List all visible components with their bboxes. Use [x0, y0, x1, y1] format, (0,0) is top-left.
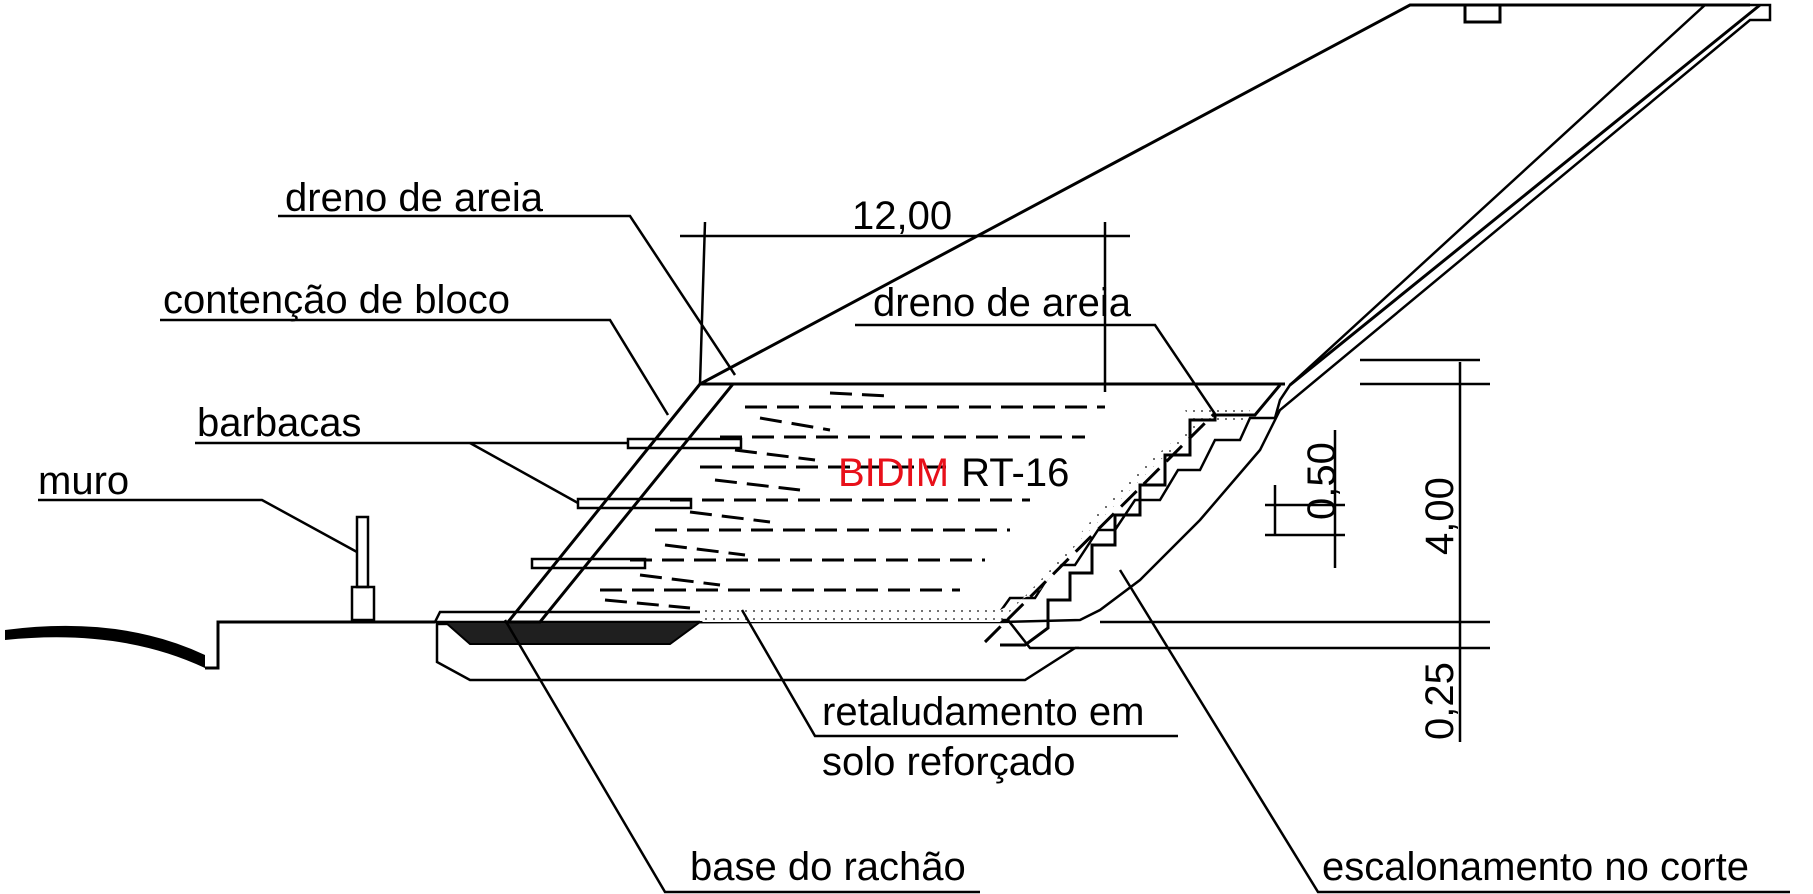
- label-bidim-brand: BIDIM: [838, 451, 949, 495]
- rachao-base: [442, 621, 704, 645]
- natural-terrain-top: [699, 3, 1761, 387]
- stippled-base-layer: [432, 3, 1772, 682]
- label-contencao-de-bloco: contenção de bloco: [163, 278, 510, 322]
- leader-lines: [38, 214, 1790, 894]
- label-escalonamento-no-corte: escalonamento no corte: [1322, 845, 1749, 889]
- geotextile-layers: [600, 391, 1105, 610]
- ground-surface: [5, 620, 435, 670]
- label-dreno-de-areia-left: dreno de areia: [285, 176, 544, 220]
- label-retaludamento-line1: retaludamento em: [822, 690, 1144, 734]
- label-muro: muro: [38, 459, 129, 503]
- label-base-do-rachao: base do rachão: [690, 845, 966, 889]
- label-dreno-de-areia-right: dreno de areia: [873, 281, 1132, 325]
- muro-wall: [350, 515, 376, 622]
- dim-base-thickness: 0,25: [1418, 662, 1462, 740]
- label-bidim: BIDIM RT-16: [838, 451, 1069, 495]
- dimension-lines: [680, 221, 1490, 742]
- dim-step-height: 0,50: [1300, 442, 1344, 520]
- reinforced-soil-outline: [700, 382, 1285, 647]
- label-barbacas: barbacas: [197, 401, 362, 445]
- sand-drain-band: [700, 410, 1250, 622]
- label-bidim-model: RT-16: [961, 451, 1069, 495]
- dim-height-total: 4,00: [1418, 477, 1462, 555]
- block-containment-wall: [504, 382, 737, 624]
- label-retaludamento-line2: solo reforçado: [822, 740, 1075, 784]
- dim-width-top: 12,00: [852, 194, 952, 238]
